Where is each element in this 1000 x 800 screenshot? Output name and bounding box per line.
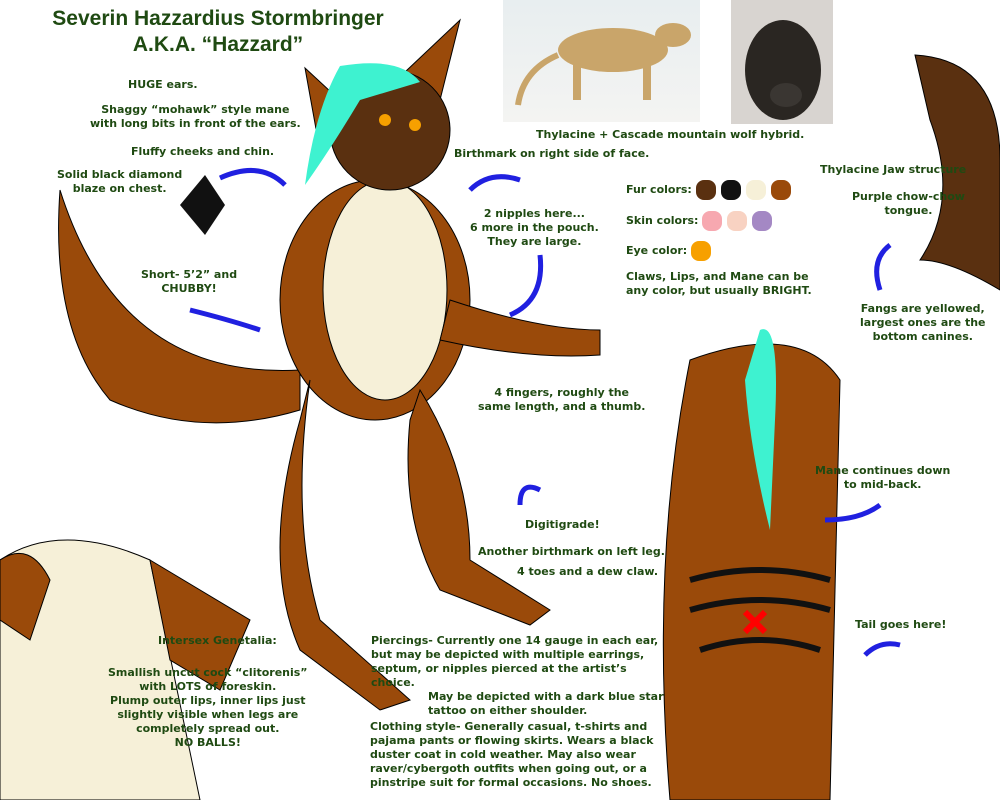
wolf-photo [731,0,833,124]
note-fangs: Fangs are yellowed, largest ones are the… [860,302,986,343]
note-height: Short- 5’2” and CHUBBY! [141,268,238,295]
skin-colors: Skin colors: [626,211,777,231]
swatch [695,180,716,200]
note-tattoo: May be depicted with a dark blue star ta… [428,690,664,717]
swatch [702,211,723,231]
fur-colors: Fur colors: [626,180,796,200]
arrow-icons [189,167,901,657]
note-mane-back: Mane continues down to mid-back. [815,464,951,491]
note-tongue: Purple chow-chow tongue. [852,190,965,217]
eye-color-label: Eye color: [626,244,688,257]
tail-marker [742,609,768,635]
fur-colors-label: Fur colors: [626,183,692,196]
leg-right [407,388,551,626]
swatch [745,180,766,200]
note-ears: HUGE ears. [128,78,198,91]
back-mane [745,329,776,530]
arm [439,299,601,357]
palette-note: Claws, Lips, and Mane can be any color, … [626,270,812,297]
note-tail: Tail goes here! [855,618,947,631]
swatch [752,211,773,231]
eye-color: Eye color: [626,241,716,261]
note-birthmark-face: Birthmark on right side of face. [454,147,650,160]
note-digitigrade: Digitigrade! [525,518,600,531]
note-clothing: Clothing style- Generally casual, t-shir… [370,720,654,789]
note-blaze: Solid black diamond blaze on chest. [57,168,183,195]
thylacine-photo [503,0,700,122]
note-toes: 4 toes and a dew claw. [517,565,659,578]
mane [305,63,420,185]
swatch [691,241,712,261]
note-hybrid: Thylacine + Cascade mountain wolf hybrid… [536,128,805,141]
note-genitalia-title: Intersex Genetalia: [158,634,277,647]
swatch [720,180,741,200]
note-genitalia: Smallish uncut cock “clitorenis” with LO… [108,666,308,749]
belly [322,179,448,401]
note-jaw: Thylacine Jaw structure [820,163,967,176]
note-mane: Shaggy “mohawk” style mane with long bit… [90,103,301,130]
note-fingers: 4 fingers, roughly the same length, and … [478,386,646,413]
note-birthmark-leg: Another birthmark on left leg. [478,545,665,558]
note-nipples: 2 nipples here... 6 more in the pouch. T… [470,207,599,248]
jaw-drawing [914,54,1000,291]
skin-colors-label: Skin colors: [626,214,699,227]
swatch [770,180,791,200]
leg-left [279,379,411,711]
blaze [180,175,225,235]
swatch [727,211,748,231]
tail [58,189,301,424]
note-piercings: Piercings- Currently one 14 gauge in eac… [371,634,659,689]
note-cheeks: Fluffy cheeks and chin. [131,145,275,158]
